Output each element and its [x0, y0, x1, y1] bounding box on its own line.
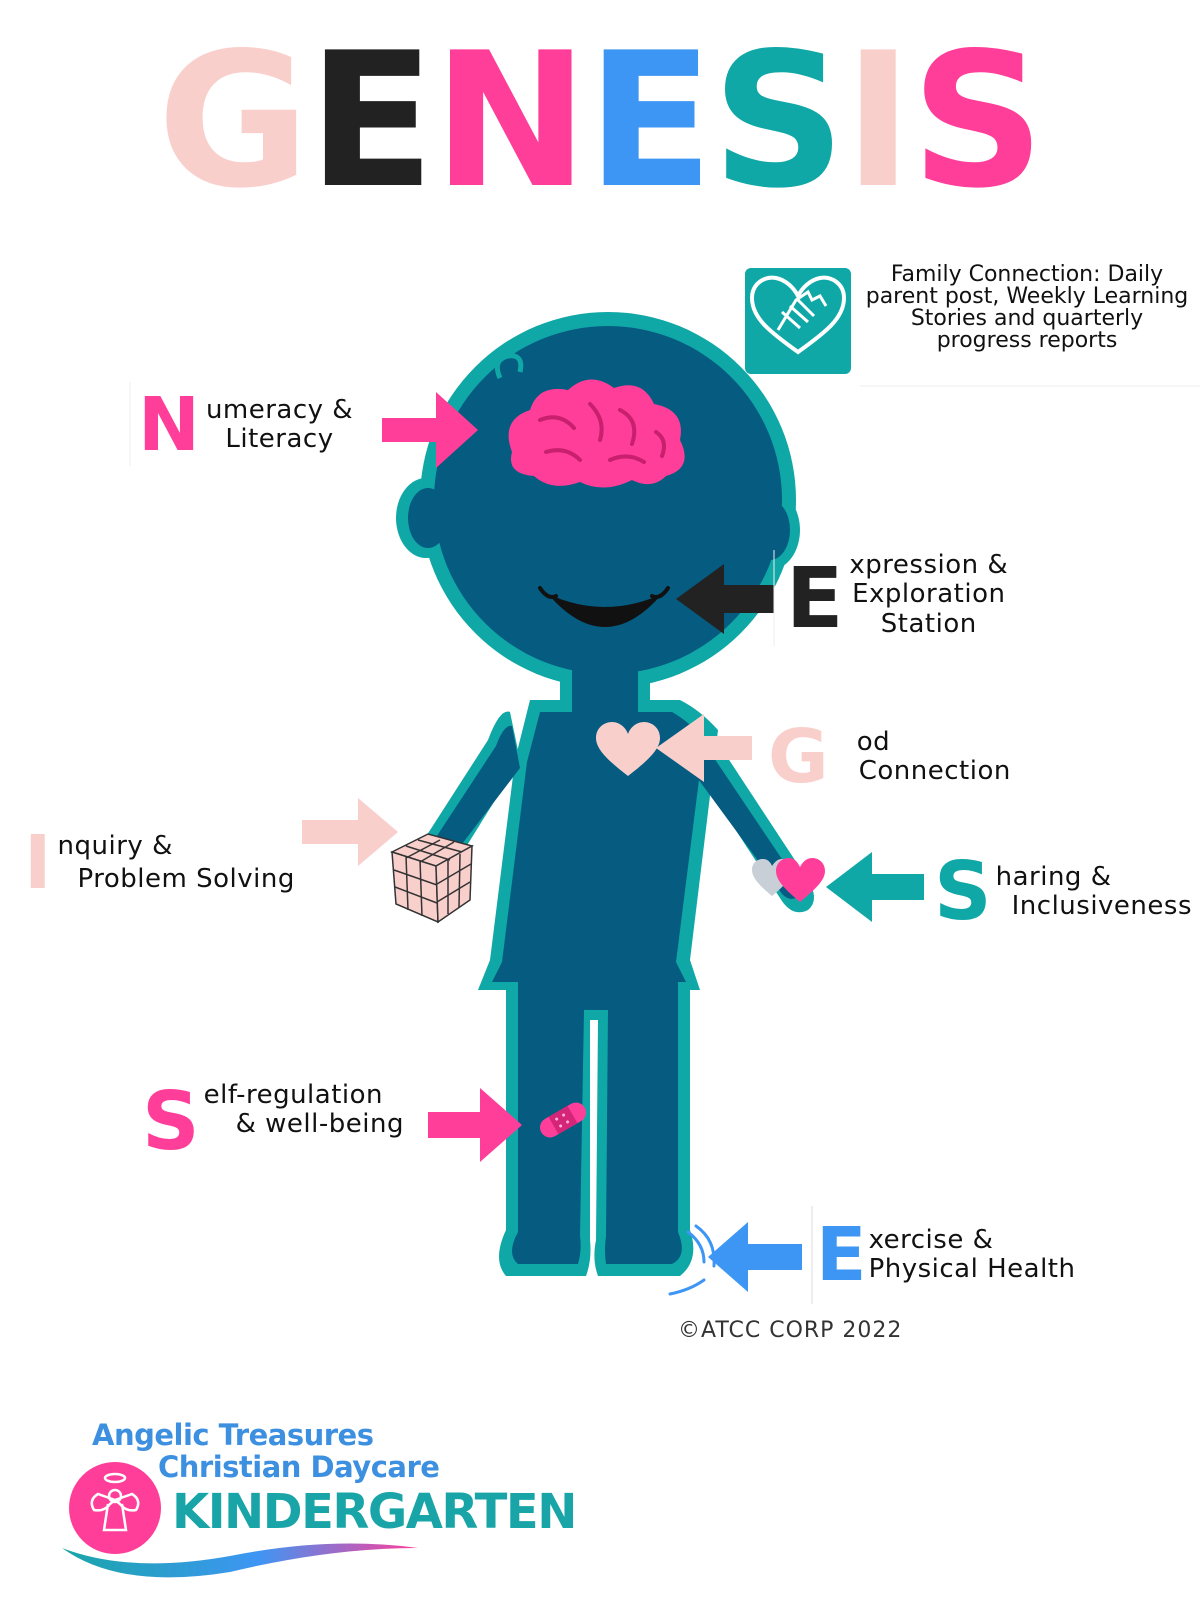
hair-curl-icon — [494, 353, 524, 380]
title-letter-s1: S — [711, 12, 846, 229]
label-selfreg-line1: elf-regulation — [203, 1079, 384, 1110]
label-exercise-line1: xercise & — [868, 1224, 994, 1255]
label-god-letter: G — [768, 714, 829, 800]
genesis-title: GENESIS — [0, 28, 1200, 214]
label-sharing-line1: haring & — [995, 861, 1112, 892]
label-inquiry: I nquiry & Problem Solving — [24, 826, 295, 900]
body-fill — [406, 326, 800, 1264]
label-expression-line1: xpression & — [849, 550, 1009, 581]
label-selfreg-letter: S — [142, 1075, 200, 1168]
bandage-icon — [540, 1102, 586, 1138]
label-selfreg-line2: & well-being — [235, 1109, 404, 1139]
label-god: G od Connection — [768, 720, 1011, 794]
arrow-inquiry — [302, 798, 398, 866]
title-letter-n: N — [432, 12, 589, 229]
label-sharing-line2: Inclusiveness — [1011, 891, 1192, 921]
arrow-selfreg — [428, 1088, 522, 1162]
logo-emblem-icon — [69, 1462, 161, 1554]
label-numeracy-line1: umeracy & — [205, 394, 354, 425]
title-letter-s2: S — [910, 12, 1045, 229]
label-numeracy-letter: N — [138, 382, 200, 468]
arrow-exercise — [708, 1222, 802, 1292]
label-expression: E xpression & Exploration Station — [786, 549, 1008, 647]
logo-text-line3: KINDERGARTEN — [172, 1484, 577, 1540]
label-expression-letter: E — [786, 549, 844, 647]
logo-text-line1: Angelic Treasures — [92, 1418, 374, 1452]
label-expression-line2: Exploration — [852, 579, 1006, 610]
label-exercise: E xercise & Physical Health — [816, 1218, 1075, 1292]
label-god-line1: od — [856, 726, 891, 757]
logo-swoosh — [62, 1543, 418, 1578]
arrow-expression — [676, 564, 774, 634]
label-inquiry-line1: nquiry & — [57, 830, 173, 861]
label-sharing: S haring & Inclusiveness — [934, 852, 1192, 932]
family-connection-text: Family Connection: Daily parent post, We… — [865, 262, 1189, 353]
logo-text-line2: Christian Daycare — [158, 1450, 440, 1484]
arrow-numeracy — [382, 392, 478, 468]
label-exercise-letter: E — [816, 1212, 867, 1298]
label-numeracy-line2: Literacy — [225, 424, 334, 454]
label-numeracy: N umeracy & Literacy — [138, 388, 353, 462]
brain-icon — [508, 379, 685, 488]
label-exercise-line2: Physical Health — [868, 1254, 1076, 1284]
title-letter-e2: E — [586, 12, 714, 229]
label-god-line2: Connection — [858, 756, 1011, 786]
label-inquiry-letter: I — [24, 820, 52, 906]
title-letter-e1: E — [307, 12, 435, 229]
heart-hands-icon — [745, 268, 851, 374]
rubiks-cube-icon — [390, 833, 474, 924]
hand-hearts-icon — [752, 858, 825, 902]
label-selfreg: S elf-regulation & well-being — [142, 1075, 404, 1168]
title-letter-g: G — [157, 12, 310, 229]
chest-heart-icon — [596, 722, 660, 776]
smile-icon — [538, 586, 670, 627]
copyright-text: ©ATCC CORP 2022 — [678, 1318, 903, 1343]
label-expression-line3: Station — [880, 608, 977, 639]
arrow-sharing — [826, 852, 924, 922]
arrow-god — [656, 714, 752, 782]
label-sharing-letter: S — [934, 845, 992, 938]
label-inquiry-line2: Problem Solving — [77, 864, 295, 894]
title-letter-i: I — [843, 12, 913, 229]
